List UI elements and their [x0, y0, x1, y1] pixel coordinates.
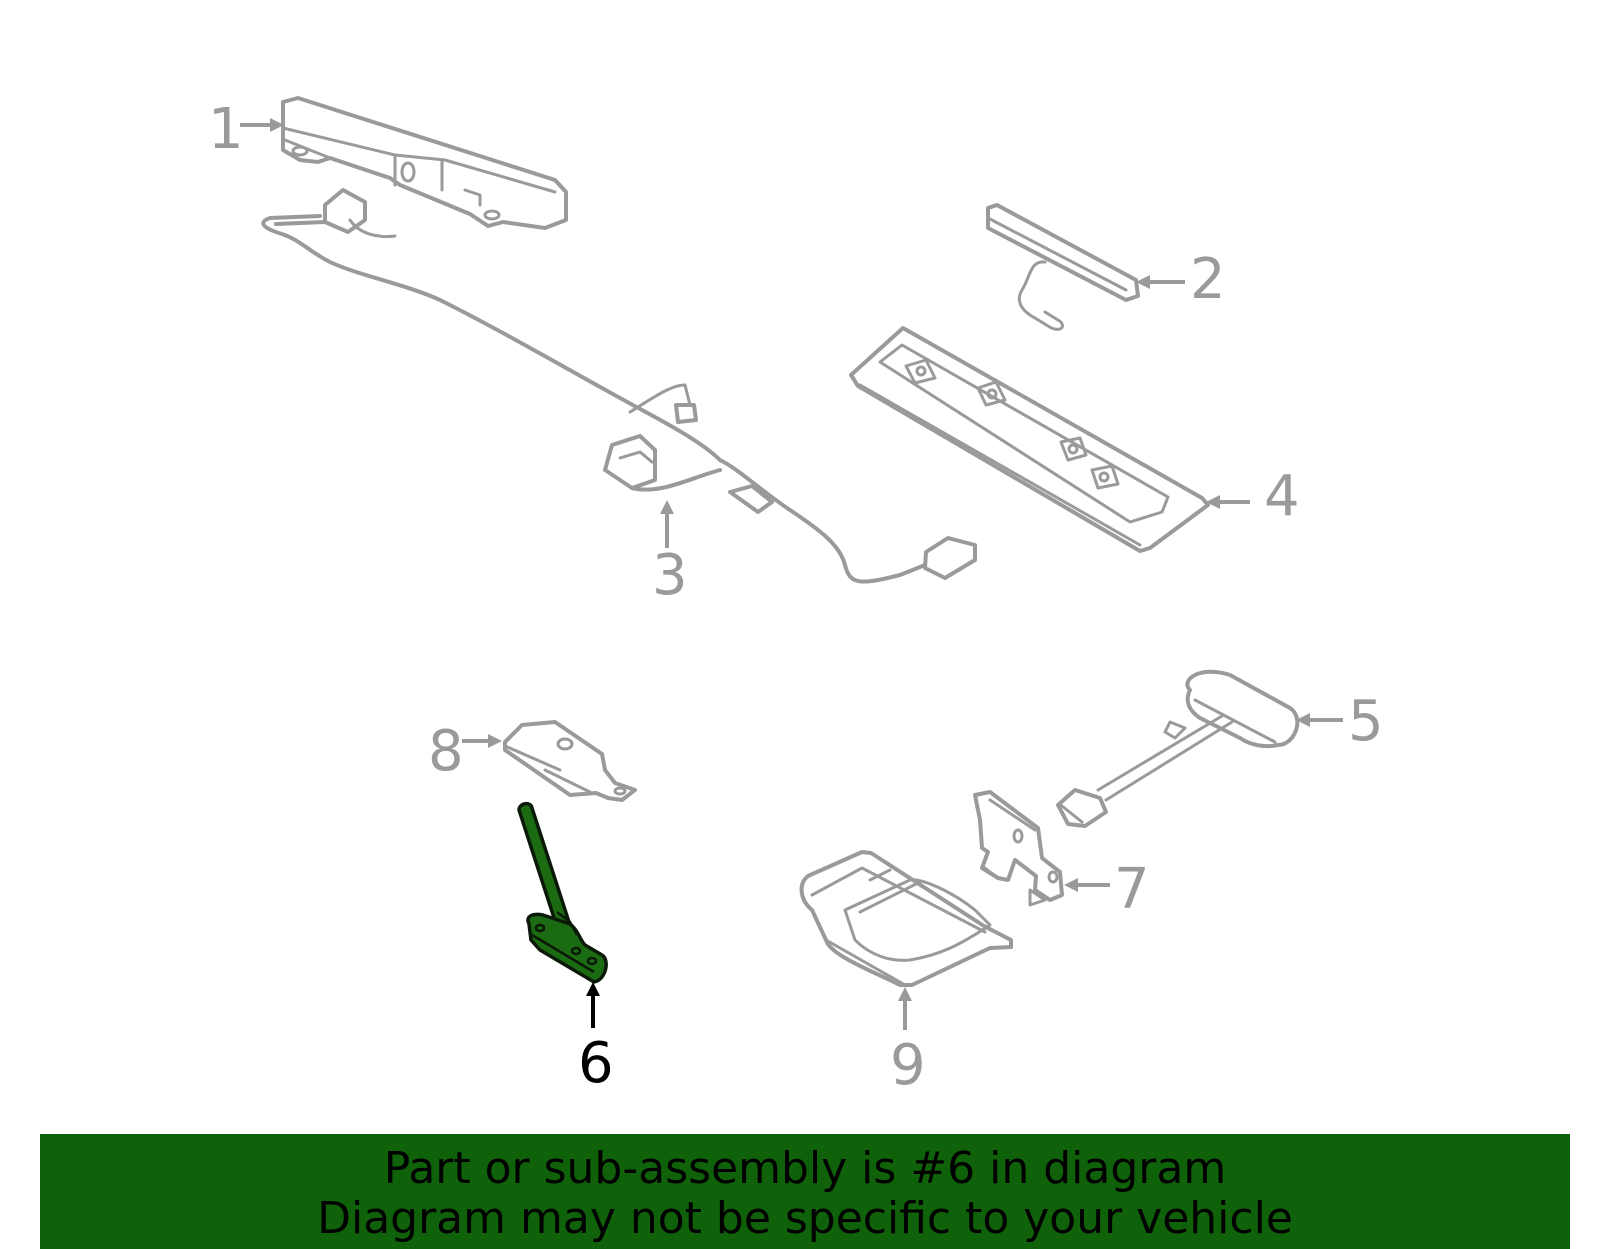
part-8-cover[interactable]: [503, 720, 637, 802]
callout-4: 4: [1264, 464, 1300, 529]
callout-5: 5: [1348, 689, 1384, 754]
info-banner: Part or sub-assembly is #6 in diagram Di…: [40, 1134, 1570, 1249]
arrowhead-5: [1296, 713, 1310, 727]
part-7-bracket[interactable]: [973, 790, 1064, 907]
callout-7: 7: [1114, 857, 1150, 922]
part-6-highlighted[interactable]: [517, 801, 608, 984]
arrowhead-7: [1064, 878, 1078, 892]
arrowhead-2: [1136, 275, 1150, 289]
arrowhead-8: [488, 734, 502, 748]
banner-line-2: Diagram may not be specific to your vehi…: [317, 1193, 1293, 1244]
arrowhead-1: [270, 118, 284, 132]
arrowhead-3: [660, 500, 674, 514]
callout-9: 9: [890, 1033, 926, 1098]
callout-8: 8: [428, 719, 464, 784]
part-1-bracket[interactable]: [281, 96, 568, 230]
callout-3: 3: [652, 543, 688, 608]
callout-leaders: [240, 118, 1343, 1030]
part-2-light-bar[interactable]: [986, 203, 1140, 331]
callout-2: 2: [1190, 247, 1226, 312]
callout-numbers: 1 2 3 4 5 6 7 8 9: [208, 97, 1384, 1098]
part-9-tray[interactable]: [799, 850, 1013, 987]
banner-line-1: Part or sub-assembly is #6 in diagram: [383, 1143, 1227, 1194]
arrowhead-6: [586, 982, 600, 996]
part-3-wiring-harness[interactable]: [261, 188, 977, 584]
arrowhead-9: [898, 987, 912, 1001]
part-5-lamp-assembly[interactable]: [1056, 669, 1300, 828]
part-4-trim-panel[interactable]: [849, 326, 1210, 553]
arrowhead-4: [1206, 495, 1220, 509]
callout-6: 6: [578, 1031, 614, 1096]
callout-1: 1: [208, 97, 244, 162]
